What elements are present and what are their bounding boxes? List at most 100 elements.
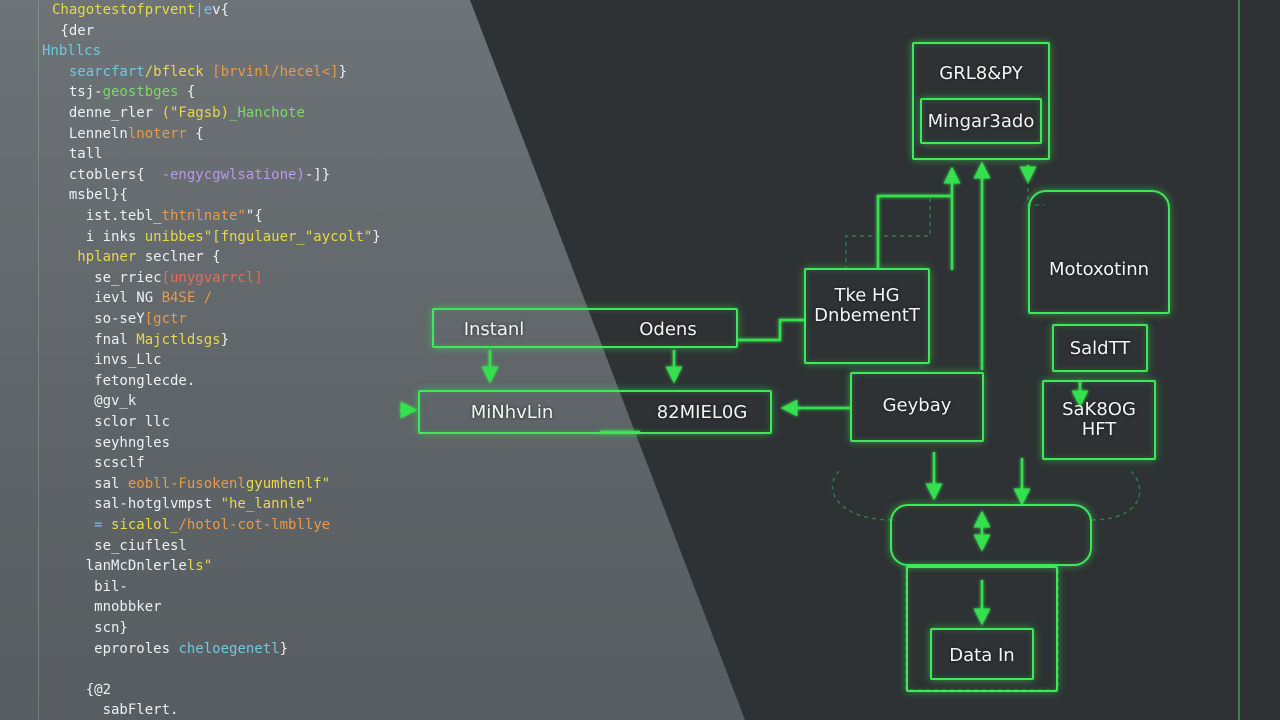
- code-token: _Hanchote: [229, 105, 305, 121]
- code-token: bil-: [52, 578, 128, 595]
- code-token: invs_Llc: [52, 352, 162, 369]
- node-minhvlin-code82[interactable]: MiNhvLin 82MIEL0G: [418, 390, 772, 434]
- right-border-line: [1238, 0, 1240, 720]
- code-token: {@2: [52, 681, 112, 698]
- code-line: sal-hotglvmpst "he_lannle": [52, 496, 313, 512]
- code-token: ievl NG: [52, 290, 162, 307]
- node-motox-label: Motoxotinn: [1048, 259, 1150, 280]
- node-instant-label: Instanl: [463, 319, 525, 340]
- node-saksog[interactable]: SaK8OG HFT: [1042, 380, 1156, 460]
- code-line: fnal Majctldsgs}: [52, 332, 229, 348]
- code-line: lanMcDnlerlels": [52, 558, 212, 574]
- code-line: sal eobll-Fusokenlgyumhenlf": [52, 476, 330, 492]
- code-token: seclner {: [136, 249, 221, 266]
- code-token: "{: [245, 208, 263, 224]
- node-motox[interactable]: Motoxotinn: [1028, 190, 1170, 314]
- code-line: searcfart/bfleck [brvinl/hecel<]}: [52, 64, 347, 80]
- code-token: tsj-: [52, 84, 103, 101]
- code-line: i inks unibbes"[fngulauer_"aycolt"}: [52, 229, 381, 245]
- code-line: ctoblers{ -engycgwlsatione)-]}: [52, 167, 330, 183]
- code-line: se_ciuflesl: [52, 538, 187, 554]
- code-line: hplaner seclner {: [52, 249, 221, 266]
- code-token: mnobbker: [52, 599, 162, 616]
- code-line: Chagotestofprvent|ev{: [52, 2, 229, 18]
- code-token: se_rriec: [52, 269, 162, 286]
- code-line: denne_rler ("Fagsb)_Hanchote: [52, 105, 305, 121]
- code-token: i inks: [52, 228, 145, 245]
- code-token: seyhngles: [52, 434, 171, 451]
- code-token: "he_lannle": [220, 496, 314, 513]
- code-token: msbel}{: [52, 187, 128, 204]
- code-line: {@2: [52, 682, 111, 698]
- code-token: {: [186, 125, 204, 142]
- code-token: eproroles: [52, 640, 179, 657]
- code-token: ist.tebl_: [52, 208, 162, 224]
- node-minhvlin-label: MiNhvLin: [470, 402, 554, 423]
- node-salitt-label: SaldTT: [1069, 338, 1131, 359]
- code-token: fngulauer_"aycolt": [220, 228, 373, 245]
- node-salitt[interactable]: SaldTT: [1052, 324, 1148, 372]
- code-token: eobll-Fusokenl: [127, 475, 246, 492]
- code-token: lanMcDnlerle: [52, 558, 187, 575]
- code-token: }: [372, 228, 381, 245]
- code-line: so-seY[gctr: [52, 311, 187, 327]
- code-token: =: [94, 517, 103, 533]
- node-odens-label: Odens: [639, 319, 697, 340]
- node-datain[interactable]: Data In: [930, 628, 1034, 680]
- code-line: Hnbllcs: [42, 43, 101, 59]
- code-token: ls": [186, 558, 213, 575]
- code-token: [unygvarrcl]: [161, 269, 263, 286]
- hub-curve-left: [831, 469, 893, 521]
- code-line: tsj-geostbges {: [52, 84, 195, 100]
- code-token: sal-hotglvmpst: [52, 496, 221, 513]
- node-grlspy-label: GRL8&PY: [939, 63, 1023, 84]
- code-token: denne_rler: [52, 105, 162, 121]
- code-token: se_ciuflesl: [52, 537, 187, 554]
- code-line: @gv_k: [52, 393, 136, 409]
- code-token: tall: [52, 146, 103, 163]
- code-line: bil-: [52, 579, 128, 595]
- code-token: hplaner: [52, 249, 137, 266]
- connector-odens-to-tkehg: [738, 318, 804, 342]
- code-token: fetonglecde.: [52, 372, 196, 389]
- code-token: v{: [212, 2, 230, 18]
- code-token: thtnlnate": [161, 208, 246, 224]
- code-line: scsclf: [52, 455, 145, 471]
- code-token: [gctr: [144, 311, 187, 327]
- code-token: }: [338, 63, 348, 80]
- code-token: @gv_k: [52, 393, 137, 410]
- node-tkehg-label: Tke HG DnbementT: [814, 285, 920, 326]
- node-tkehg[interactable]: Tke HG DnbementT: [804, 268, 930, 364]
- node-grlspy[interactable]: GRL8&PY: [912, 42, 1050, 160]
- dashed-connector-1: [845, 196, 931, 270]
- code-token: /hotol-cot-lmbllye: [178, 517, 331, 533]
- code-token: [brvinl/hecel<]: [212, 63, 339, 80]
- code-line: mnobbker: [52, 599, 162, 616]
- code-line: seyhngles: [52, 435, 170, 451]
- code-token: unibbes"[: [144, 228, 221, 245]
- node-hub-lower: [906, 566, 1058, 692]
- code-line: {der: [52, 23, 94, 39]
- code-token: Chagotestofprvent: [52, 2, 196, 18]
- code-token: sicalol_: [102, 517, 179, 533]
- code-line: sabFlert.: [52, 702, 179, 718]
- code-line: eproroles cheloegenetl}: [52, 641, 288, 657]
- code-token: geostbges: [102, 84, 179, 101]
- code-token: Hnbllcs: [42, 43, 102, 60]
- code-token: searcfart: [52, 63, 145, 80]
- code-token: ("Fagsb): [161, 105, 230, 121]
- node-geybay[interactable]: Geybay: [850, 372, 984, 442]
- node-instant-odens[interactable]: Instanl Odens: [432, 308, 738, 348]
- code-line: invs_Llc: [52, 352, 162, 369]
- code-token: scsclf: [52, 455, 145, 472]
- code-token: -]}: [304, 166, 331, 183]
- hub-curve-right: [1091, 469, 1141, 521]
- node-mingar[interactable]: Mingar3ado: [920, 98, 1042, 144]
- code-token: scn}: [52, 620, 128, 636]
- code-line: fetonglecde.: [52, 373, 195, 389]
- code-token: {: [178, 84, 196, 101]
- code-line: = sicalol_/hotol-cot-lmbllye: [52, 517, 330, 533]
- node-hub[interactable]: [890, 504, 1092, 566]
